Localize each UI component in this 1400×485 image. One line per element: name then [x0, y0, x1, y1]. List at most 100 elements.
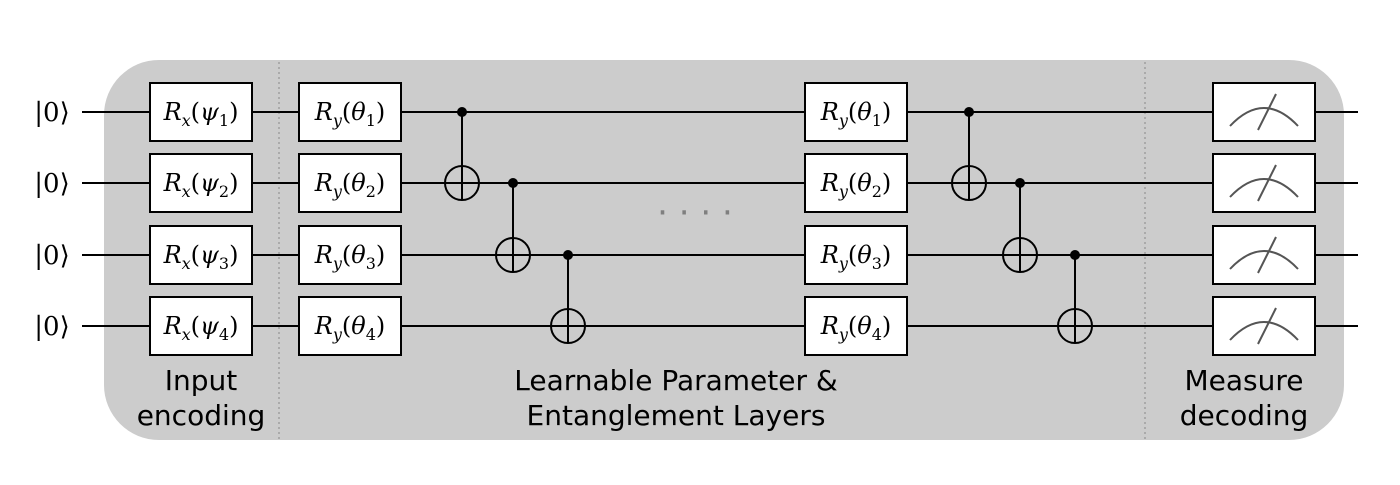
cnot-gate: [1057, 250, 1093, 344]
gate-operator: R: [820, 169, 839, 197]
gate-axis: y: [838, 254, 849, 273]
gate-paren: (: [191, 312, 200, 340]
gate-parameter: θ: [351, 98, 366, 126]
gate-parameter: θ: [857, 98, 872, 126]
measurement-gates: [1212, 82, 1316, 356]
gate-paren: ): [229, 241, 238, 269]
gate-parameter-index: 2: [872, 182, 882, 201]
gate-paren: ): [229, 98, 238, 126]
rotation-gate: Ry(θ1): [804, 82, 908, 142]
gate-parameter-index: 1: [219, 111, 229, 130]
gate-paren: ): [882, 241, 891, 269]
gate-paren: (: [191, 169, 200, 197]
gate-paren: (: [191, 241, 200, 269]
gate-paren: (: [342, 312, 351, 340]
gate-parameter: θ: [857, 169, 872, 197]
gate-operator: R: [314, 169, 333, 197]
gate-axis: y: [838, 111, 849, 130]
gate-parameter-index: 4: [366, 325, 376, 344]
gate-parameter: ψ: [200, 241, 220, 269]
svg-text:Ry(θ4): Ry(θ4): [820, 312, 892, 344]
gate-axis: y: [332, 325, 343, 344]
input-encoding-label-line2: encoding: [137, 399, 266, 432]
input-encoding-label-line1: Input: [165, 364, 238, 397]
gate-parameter-index: 2: [366, 182, 376, 201]
gate-paren: ): [229, 169, 238, 197]
gate-parameter-index: 1: [366, 111, 376, 130]
gate-parameter: θ: [351, 312, 366, 340]
gate-parameter-index: 2: [219, 182, 229, 201]
svg-text:Rx(ψ3): Rx(ψ3): [163, 241, 239, 273]
gate-operator: R: [163, 312, 182, 340]
rotation-gate: Ry(θ4): [298, 296, 402, 356]
rotation-gate: Ry(θ3): [298, 225, 402, 285]
svg-text:Ry(θ2): Ry(θ2): [314, 169, 386, 201]
svg-text:Ry(θ4): Ry(θ4): [314, 312, 386, 344]
measurement-meter-icon: [1212, 153, 1316, 213]
svg-text:Ry(θ2): Ry(θ2): [820, 169, 892, 201]
measure-label-line2: decoding: [1180, 399, 1309, 432]
gate-parameter: θ: [351, 241, 366, 269]
gate-parameter: ψ: [200, 169, 220, 197]
svg-text:Rx(ψ4): Rx(ψ4): [163, 312, 239, 344]
layers-label-line2: Entanglement Layers: [527, 399, 826, 432]
cnot-gate: [550, 250, 586, 344]
cnot-control-dot: [563, 250, 573, 260]
gate-parameter: θ: [351, 169, 366, 197]
gate-operator: R: [314, 312, 333, 340]
gate-paren: ): [882, 98, 891, 126]
gate-axis: y: [332, 182, 343, 201]
cnot-control-dot: [508, 178, 518, 188]
measure-label-line1: Measure: [1185, 364, 1304, 397]
gate-operator: R: [163, 169, 182, 197]
svg-text:Ry(θ1): Ry(θ1): [314, 98, 386, 130]
gate-parameter-index: 4: [872, 325, 882, 344]
cnot-control-dot: [1070, 250, 1080, 260]
measurement-meter-icon: [1212, 225, 1316, 285]
gate-paren: (: [848, 98, 857, 126]
gate-parameter: ψ: [200, 312, 220, 340]
qubit-initial-state: |0⟩: [34, 169, 69, 199]
gate-operator: R: [820, 98, 839, 126]
gate-paren: ): [376, 98, 385, 126]
gate-axis: y: [332, 111, 343, 130]
rotation-gate: Ry(θ2): [804, 153, 908, 213]
layer-repeat-ellipsis: · · · ·: [657, 193, 733, 233]
gate-paren: (: [848, 312, 857, 340]
measurement-meter-icon: [1212, 296, 1316, 356]
qubit-initial-state: |0⟩: [34, 312, 69, 342]
gate-operator: R: [820, 312, 839, 340]
svg-text:Rx(ψ2): Rx(ψ2): [163, 169, 239, 201]
gate-paren: ): [229, 312, 238, 340]
gate-paren: ): [882, 312, 891, 340]
qubit-initial-state: |0⟩: [34, 241, 69, 271]
circuit-background-panel: [104, 60, 1344, 440]
cnot-control-dot: [457, 107, 467, 117]
gate-axis: x: [182, 111, 191, 130]
gate-parameter: ψ: [200, 98, 220, 126]
svg-text:Ry(θ3): Ry(θ3): [314, 241, 386, 273]
gate-operator: R: [163, 98, 182, 126]
cnot-gate: [495, 178, 531, 273]
gate-paren: ): [376, 241, 385, 269]
cnot-gate: [1002, 178, 1038, 273]
gate-axis: y: [838, 325, 849, 344]
gate-paren: ): [376, 169, 385, 197]
gate-parameter-index: 1: [872, 111, 882, 130]
rotation-gate: Rx(ψ4): [149, 296, 253, 356]
gate-parameter-index: 4: [219, 325, 229, 344]
gate-axis: x: [182, 325, 191, 344]
rotation-gate: Ry(θ2): [298, 153, 402, 213]
gate-operator: R: [314, 98, 333, 126]
gate-operator: R: [820, 241, 839, 269]
svg-text:Rx(ψ1): Rx(ψ1): [163, 98, 239, 130]
layers-label-line1: Learnable Parameter &: [514, 364, 838, 397]
gate-parameter: θ: [857, 312, 872, 340]
gate-axis: y: [332, 254, 343, 273]
gate-operator: R: [163, 241, 182, 269]
gate-axis: y: [838, 182, 849, 201]
gate-paren: (: [342, 98, 351, 126]
gate-parameter-index: 3: [219, 254, 229, 273]
gate-parameter: θ: [857, 241, 872, 269]
